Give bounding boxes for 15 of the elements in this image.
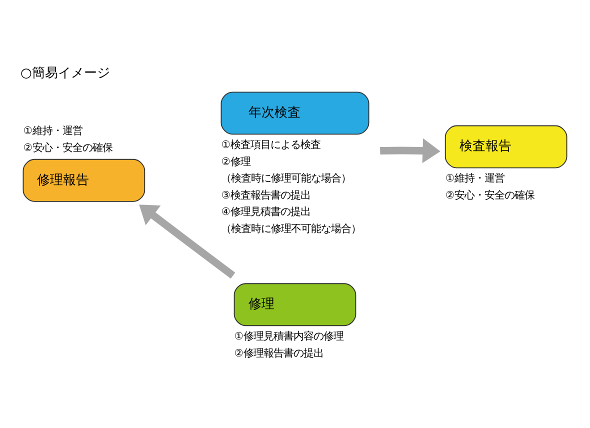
node-label: ②安心・安全の確保 <box>445 188 535 201</box>
node-label: （検査時に修理不可能な場合） <box>221 222 362 235</box>
node-label: ③検査報告書の提出 <box>221 188 310 201</box>
arrow <box>380 138 440 163</box>
node-label: ②修理報告書の提出 <box>234 346 324 359</box>
node-label: ①維持・運営 <box>445 172 505 184</box>
node-label: ②修理 <box>221 155 250 168</box>
arrow <box>139 204 236 278</box>
node-label: ①維持・運営 <box>23 124 82 136</box>
node-label: ①修理見積書内容の修理 <box>234 330 344 342</box>
node-label: （検査時に修理可能な場合） <box>221 172 352 184</box>
node-label: ②安心・安全の確保 <box>23 141 112 154</box>
node-label: ①検査項目による検査 <box>221 138 320 151</box>
node-label: ④修理見積書の提出 <box>221 206 310 218</box>
diagram-title: ○簡易イメージ <box>20 65 110 80</box>
